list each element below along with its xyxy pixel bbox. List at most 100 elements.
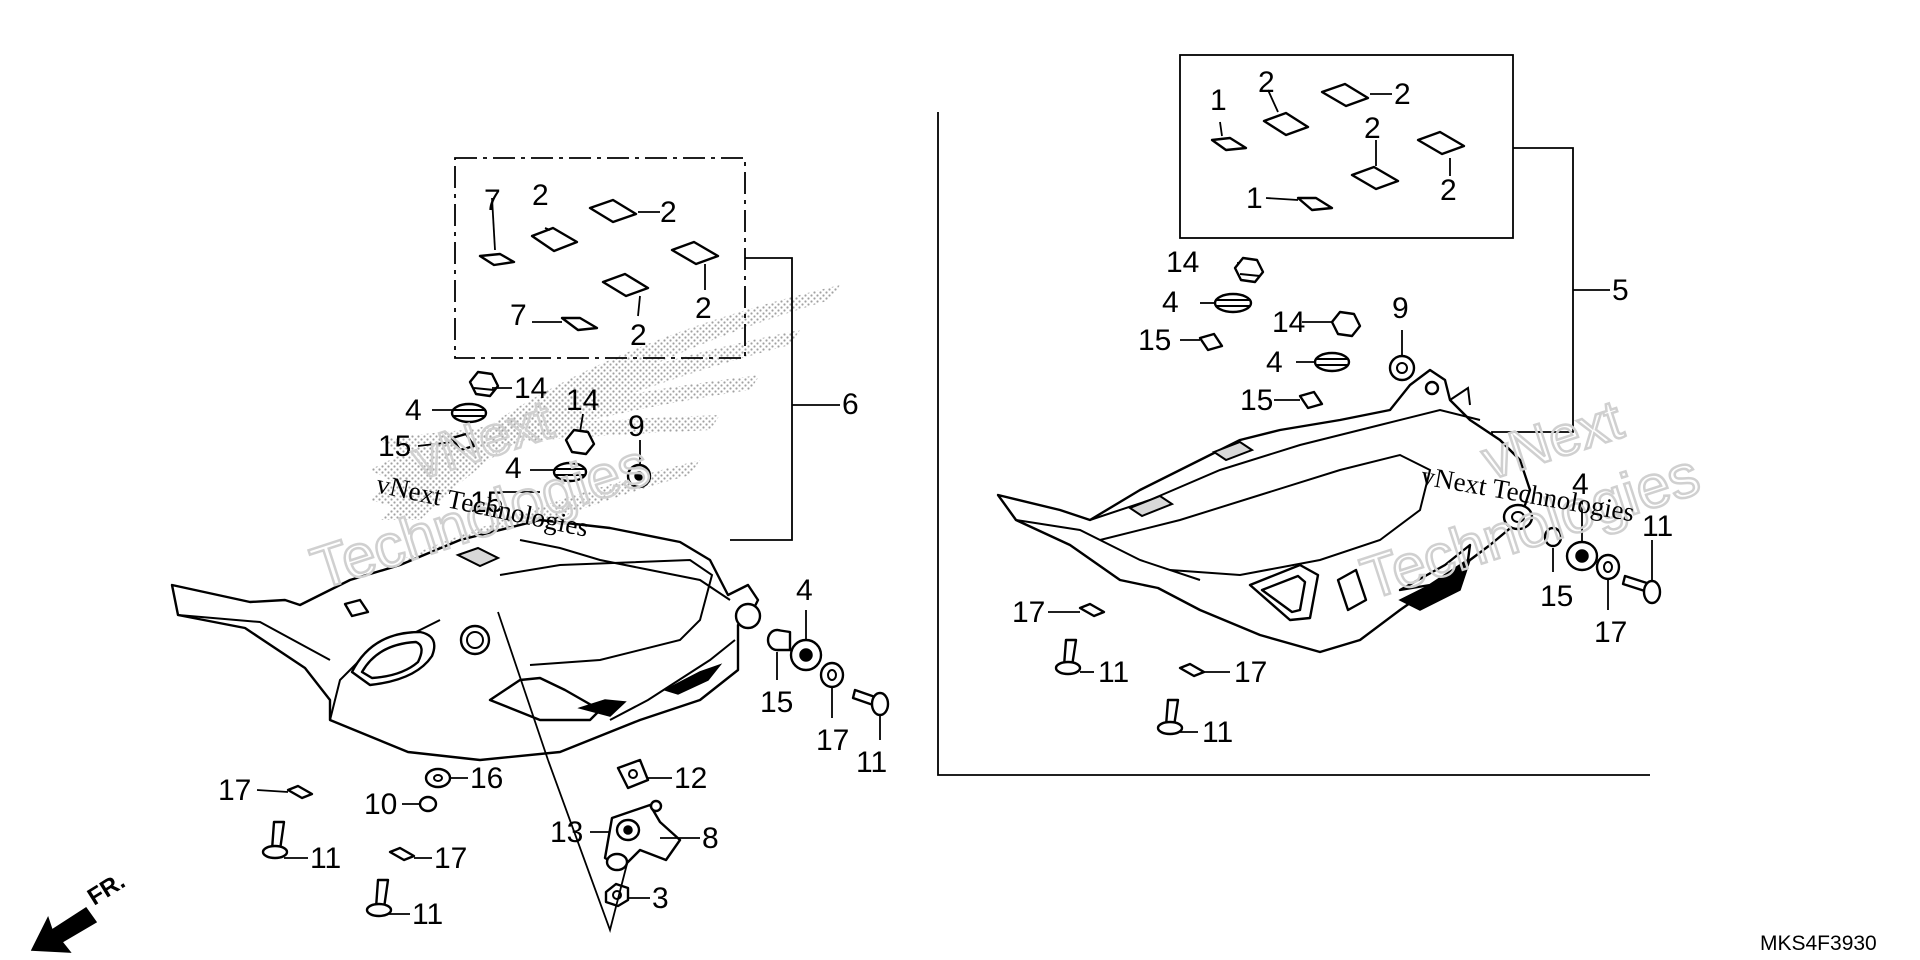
grommet-4-left-a <box>450 402 488 424</box>
callout-12: 12 <box>674 762 707 795</box>
callout-2: 2 <box>532 179 549 212</box>
nut-14-right-a <box>1233 256 1265 284</box>
kit-strip-1-bottom <box>1296 196 1334 212</box>
collar-15-right-c <box>1543 526 1563 548</box>
nut-9-right <box>1388 354 1416 382</box>
callout-4: 4 <box>1266 346 1283 379</box>
callout-14: 14 <box>1272 306 1305 339</box>
callout-7: 7 <box>484 184 501 217</box>
callout-17: 17 <box>1234 656 1267 689</box>
callout-4: 4 <box>1572 468 1589 501</box>
callout-9: 9 <box>628 410 645 443</box>
collar-15-left-c <box>766 628 792 652</box>
nut-9-left <box>626 463 652 489</box>
nut-10-left <box>418 795 438 813</box>
kit-pad-2-a <box>530 226 579 253</box>
callout-15: 15 <box>760 686 793 719</box>
kit-strip-7-top <box>478 252 516 267</box>
kit-pad-2-right-c <box>1416 130 1466 156</box>
diagram-code: MKS4F3930 <box>1760 932 1877 955</box>
callout-4: 4 <box>505 452 522 485</box>
callout-17: 17 <box>816 724 849 757</box>
callout-11: 11 <box>1202 716 1233 749</box>
nut-14-left-a <box>468 370 500 398</box>
callout-numbers: 7 7 2 2 2 2 14 14 4 4 15 15 9 6 4 15 17 … <box>218 66 1673 931</box>
bolt-11-right-b <box>1054 638 1082 676</box>
callout-14: 14 <box>514 372 547 405</box>
kit-pad-2-right-d <box>1350 165 1400 191</box>
callout-8: 8 <box>702 822 719 855</box>
callout-2: 2 <box>695 292 712 325</box>
collar-15-right-a <box>1198 332 1224 352</box>
right-frame-line <box>937 112 1650 776</box>
grommet-4-right-c <box>1565 540 1599 572</box>
callout-17: 17 <box>434 842 467 875</box>
right-skid-plate <box>996 368 1534 654</box>
grommet-4-right-a <box>1213 292 1253 314</box>
collar-15-left-a <box>450 432 476 452</box>
right-leader-lines <box>1048 89 1653 733</box>
bolt-11-left-c <box>365 878 393 918</box>
clip-17-right-b <box>1078 602 1106 618</box>
callout-11: 11 <box>1098 656 1129 689</box>
bolt-11-left-a <box>851 688 890 717</box>
grommet-4-left-b <box>552 461 588 483</box>
callout-4: 4 <box>796 574 813 607</box>
callout-7: 7 <box>510 299 527 332</box>
nut-14-right-b <box>1330 310 1362 338</box>
kit-pad-2-right-a <box>1262 111 1310 137</box>
callout-15: 15 <box>378 430 411 463</box>
callout-14: 14 <box>1166 246 1199 279</box>
callout-11: 11 <box>1642 510 1673 543</box>
callout-15: 15 <box>1540 580 1573 613</box>
bolt-11-left-b <box>261 820 289 860</box>
washer-17-right-a <box>1595 553 1621 581</box>
callout-2: 2 <box>1364 112 1381 145</box>
right-assembly <box>937 54 1662 776</box>
nut-13-left <box>605 852 629 872</box>
left-assembly: FR. <box>30 157 890 953</box>
left-skid-plate <box>170 518 762 762</box>
callout-2: 2 <box>660 196 677 229</box>
front-direction-arrow-icon: FR. <box>30 868 130 953</box>
callout-10: 10 <box>364 788 397 821</box>
callout-15: 15 <box>470 486 503 519</box>
clip-17-left-b <box>286 784 314 800</box>
callout-16: 16 <box>470 762 503 795</box>
callout-15: 15 <box>1240 384 1273 417</box>
kit-strip-7-bottom <box>560 316 599 332</box>
callout-13: 13 <box>550 816 583 849</box>
callout-3: 3 <box>652 882 669 915</box>
kit-strip-1-top <box>1210 136 1248 152</box>
grommet-4-right-b <box>1313 351 1351 373</box>
callout-6: 6 <box>842 388 859 421</box>
kit-pad-2-right-b <box>1320 82 1370 108</box>
callout-2: 2 <box>1440 174 1457 207</box>
bolt-11-right-c <box>1156 698 1184 736</box>
callout-11: 11 <box>412 898 443 931</box>
right-kit-box <box>1179 54 1514 239</box>
collar-15-right-b <box>1298 390 1324 410</box>
callout-5: 5 <box>1612 274 1629 307</box>
clip-12-left <box>616 758 650 790</box>
callout-4: 4 <box>1162 286 1179 319</box>
nut-14-left-b <box>564 428 596 456</box>
callout-17: 17 <box>1594 616 1627 649</box>
callout-1: 1 <box>1246 182 1263 215</box>
callout-11: 11 <box>310 842 341 875</box>
kit-pad-2-c <box>670 240 720 266</box>
clip-17-right-c <box>1178 662 1206 678</box>
grommet-4-left-c <box>789 638 823 672</box>
callout-1: 1 <box>1210 84 1227 117</box>
left-leader-lines <box>256 197 881 934</box>
callout-15: 15 <box>1138 324 1171 357</box>
callout-14: 14 <box>566 384 599 417</box>
callout-4: 4 <box>405 394 422 427</box>
clip-17-left-c <box>388 846 416 862</box>
kit-pad-2-d <box>601 272 650 298</box>
callout-9: 9 <box>1392 292 1409 325</box>
callout-2: 2 <box>1394 78 1411 111</box>
washer-17-left-a <box>819 661 845 689</box>
left-bracket-6 <box>730 257 840 541</box>
